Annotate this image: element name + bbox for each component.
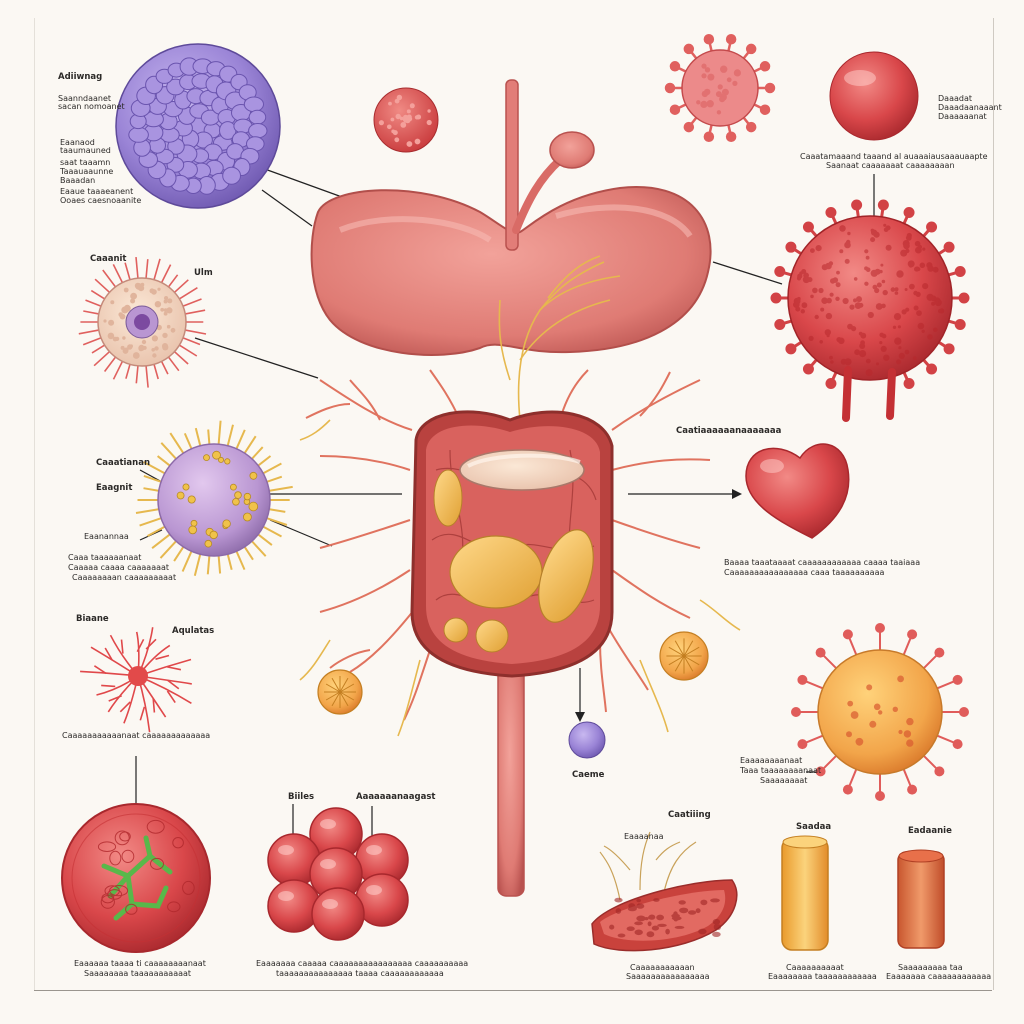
label-ml-line1: Caaa taaaaaanaat xyxy=(68,553,142,562)
label-b3-line2: Saaaaaaaaaaaaaaaa xyxy=(626,972,710,981)
label-b1-line1: Eaaaaaa taaaa ti caaaaaaaanaat xyxy=(74,959,206,968)
bulb xyxy=(549,131,595,169)
label-tr-line1: Daaadat xyxy=(938,94,972,103)
label-b3-tag1: Caatiiing xyxy=(668,810,711,820)
label-rm-line1: Eaaaaaaaanaat xyxy=(740,756,803,765)
label-ml-title1: Caaatianan xyxy=(96,458,150,468)
label-tl-line8: Eaaue taaaeanent xyxy=(60,187,134,196)
label-mr-line2: Caaaaaaaaaaaaaaaa caaa taaaaaaaaaa xyxy=(724,568,885,577)
label-tr-line3: Daaaaaanat xyxy=(938,112,987,121)
label-tr-caption2: Saanaat caaaaaaat caaaaaaaan xyxy=(826,161,955,170)
label-tl-line5: saat taaamn xyxy=(60,158,111,167)
green-network-cell xyxy=(61,803,211,953)
label-tl-line1: Saanndaanet xyxy=(58,94,112,103)
label-b5-tag: Eadaanie xyxy=(908,826,952,836)
label-ml-title2: Eaagnit xyxy=(96,483,133,493)
label-tl-title: Adiiwnag xyxy=(58,72,103,82)
tissue-slab xyxy=(591,831,738,952)
upper-organ xyxy=(310,186,712,356)
vessel-stalk xyxy=(505,79,519,251)
organ-body xyxy=(410,410,614,678)
arrow-head-down xyxy=(575,712,585,722)
lilac-spiky-cell xyxy=(135,420,293,576)
label-rm-line3: Saaaaaaaat xyxy=(760,776,808,785)
label-cl-title: Caaanit xyxy=(90,254,127,264)
label-tr-caption1: Caaatamaaand taaand al auaaaiausaaauaapt… xyxy=(800,152,988,161)
label-tl-line6: Taaauaaunne xyxy=(60,167,114,176)
label-ml-sub: Eaanannaa xyxy=(84,532,129,541)
label-mr-line1: Baaaa taaataaaat caaaaaaaaaaaa caaaa taa… xyxy=(724,558,921,567)
yellow-tube xyxy=(781,835,829,951)
label-tr-line2: Daaadaanaaant xyxy=(938,103,1002,112)
label-tl-line2: sacan nomoanet xyxy=(58,102,125,111)
arrow-head xyxy=(732,489,742,499)
neuron-body xyxy=(128,666,148,686)
label-b5-line1: Saaaaaaaaa taa xyxy=(898,963,963,972)
label-tl-line7: Baaadan xyxy=(60,176,96,185)
red-tube xyxy=(897,849,945,949)
label-tl-line4: taaumauned xyxy=(60,146,111,155)
label-b4-tag: Saadaa xyxy=(796,822,832,832)
label-b2-line1: Eaaaaaaa caaaaa caaaaaaaaaaaaaaaa caaaaa… xyxy=(256,959,469,968)
label-mr-title: Caatiaaaaaanaaaaaaa xyxy=(676,426,782,436)
nucleated-cell xyxy=(78,257,207,388)
label-rm-line2: Taaa taaaaaaaanaat xyxy=(740,766,822,775)
label-ll-line: Caaaaaaaaaaanaat caaaaaaaaaaaaa xyxy=(62,731,211,740)
heart-organ xyxy=(745,443,850,539)
bottom-rule xyxy=(34,990,992,991)
label-b4-line1: Caaaaaaaaaat xyxy=(786,963,844,972)
label-b5-line2: Eaaaaaaa caaaaaaaaaaaa xyxy=(886,972,992,981)
small-red-cell xyxy=(373,87,439,153)
nerve-branches xyxy=(299,255,741,737)
spiky-red-cell xyxy=(770,199,970,422)
label-b1-line2: Saaaaaaaa taaaaaaaaaaat xyxy=(84,969,192,978)
label-b4-line2: Eaaaaaaaa taaaaaaaaaaaa xyxy=(768,972,877,981)
purple-ball xyxy=(568,721,606,759)
label-ll-tag: Aqulatas xyxy=(172,626,215,636)
virus-cell xyxy=(664,34,776,142)
diagram-frame xyxy=(34,18,994,990)
label-b2-tag1: Biiles xyxy=(288,792,315,802)
label-tl-line3: Eaanaod xyxy=(60,138,95,147)
label-b2-tag2: Aaaaaaanaagast xyxy=(356,792,436,802)
label-ml-line3: Caaaaaaaan caaaaaaaaat xyxy=(72,573,177,582)
yellow-spore-right xyxy=(659,631,709,681)
label-cb-tag: Caeme xyxy=(572,770,605,780)
label-b2-line2: taaaaaaaaaaaaaaa taaaa caaaaaaaaaaaa xyxy=(276,969,444,978)
red-sphere xyxy=(829,51,919,141)
lower-vessel xyxy=(497,659,525,897)
label-ll-title: Biaane xyxy=(76,614,109,624)
label-tl-line9: Ooaes caesnoaanite xyxy=(60,196,142,205)
label-ml-line2: Caaaaa caaaa caaaaaaat xyxy=(68,563,170,572)
label-cl-tag: Ulm xyxy=(194,268,213,278)
grape-cluster xyxy=(267,807,409,941)
purple-cluster-cell xyxy=(115,43,281,209)
label-b3-line1: Caaaaaaaaaaan xyxy=(630,963,695,972)
orange-spiky-cell xyxy=(791,623,969,801)
yellow-spore-left xyxy=(317,669,363,715)
label-b3-tag2: Eaaaanaa xyxy=(624,832,664,841)
